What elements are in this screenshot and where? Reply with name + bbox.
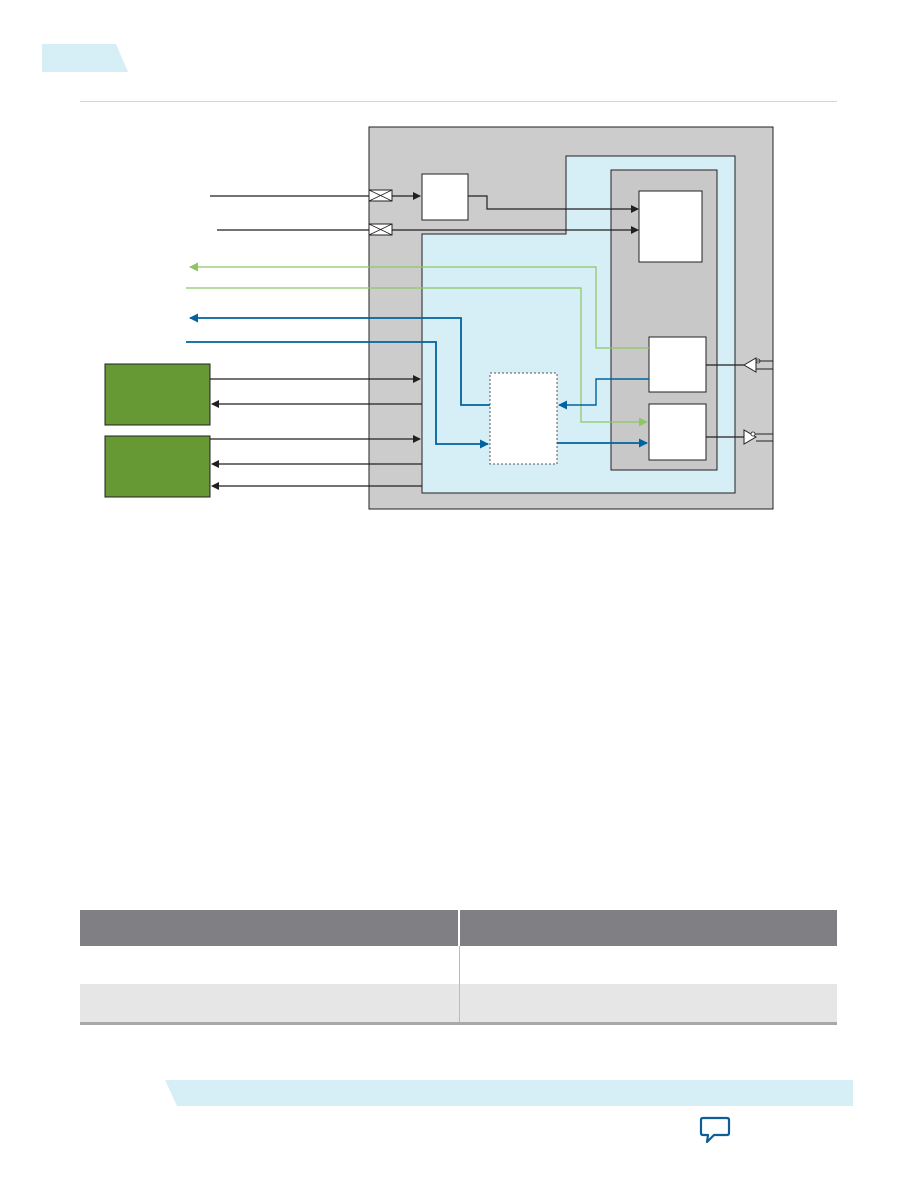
table-cell: [80, 946, 460, 984]
diff-input-2: [368, 223, 393, 236]
header-tab: [42, 44, 128, 72]
top-left-block: [421, 173, 469, 221]
diff-input-1: [368, 189, 393, 202]
table-header-row: [80, 910, 837, 946]
footer-band-shape: [165, 1080, 853, 1106]
green-signals: [186, 262, 649, 427]
header-rule: [80, 101, 837, 102]
table-cell: [459, 946, 837, 984]
blue-signals: [186, 313, 649, 449]
feedback-icon[interactable]: [698, 1115, 732, 1145]
top-right-block: [638, 190, 703, 263]
green-block-2: [104, 435, 211, 498]
footer-band: [165, 1080, 853, 1106]
output-buffer-icon: [743, 429, 773, 445]
table-row: [80, 984, 837, 1025]
table-row: [80, 946, 837, 984]
black-signals: [210, 192, 744, 490]
rx-block: [648, 336, 707, 393]
table-header-cell: [459, 910, 837, 946]
input-buffer-icon: [743, 357, 773, 373]
data-table: [80, 910, 837, 1025]
tx-block: [648, 403, 707, 461]
table-header-cell: [80, 910, 460, 946]
table-cell: [80, 984, 460, 1025]
header-tab-shape: [42, 44, 128, 72]
block-diagram: [104, 126, 774, 510]
table-cell: [459, 984, 837, 1025]
dashed-block: [489, 372, 558, 465]
green-block-1: [104, 363, 211, 426]
